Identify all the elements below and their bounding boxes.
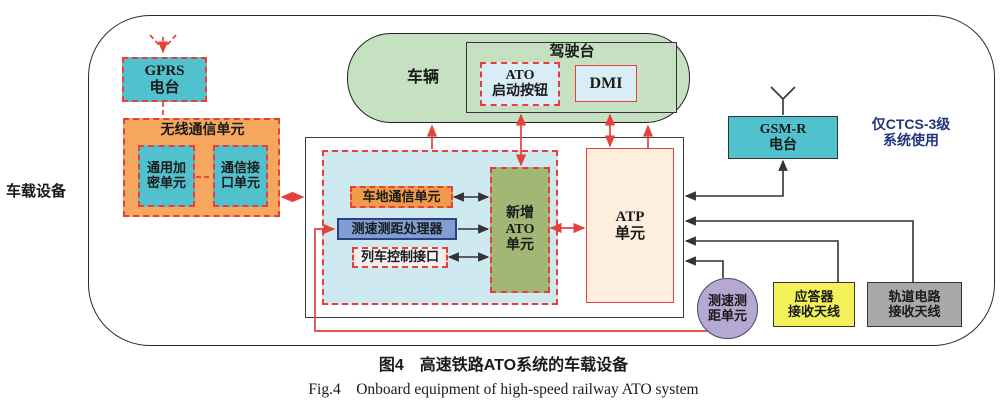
atp-unit-box: ATP 单元 <box>586 148 674 303</box>
speed-distance-unit-circle: 测速测 距单元 <box>697 278 758 339</box>
speed-distance-processor-box: 测速测距处理器 <box>337 218 457 240</box>
figure-caption-en: Fig.4 Onboard equipment of high-speed ra… <box>308 381 699 399</box>
driver-cab-box <box>466 42 677 113</box>
driver-cab-label: 驾驶台 <box>549 42 595 60</box>
ato-start-button-box: ATO 启动按钮 <box>480 62 560 106</box>
dmi-box: DMI <box>575 65 637 102</box>
gsmr-radio-box: GSM-R 电台 <box>728 116 838 159</box>
comm-interface-unit-box: 通信接 口单元 <box>213 145 268 207</box>
figure-caption-zh: 图4 高速铁路ATO系统的车载设备 <box>378 357 629 375</box>
train-ground-comm-unit-box: 车地通信单元 <box>350 186 453 208</box>
vehicle-label: 车辆 <box>406 69 439 87</box>
gprs-radio-box: GPRS 电台 <box>122 57 207 102</box>
train-control-interface-box: 列车控制接口 <box>352 247 448 268</box>
track-circuit-antenna-box: 轨道电路 接收天线 <box>867 282 962 327</box>
balise-antenna-box: 应答器 接收天线 <box>773 282 855 327</box>
onboard-equipment-enclosure <box>88 15 995 346</box>
side-label-onboard-equipment: 车载设备 <box>5 182 66 200</box>
new-ato-unit-box: 新增 ATO 单元 <box>490 167 550 293</box>
ctcs3-note-label: 仅CTCS-3级 系统使用 <box>871 116 951 148</box>
crypto-unit-box: 通用加 密单元 <box>138 145 195 207</box>
wireless-comm-unit-label: 无线通信单元 <box>160 121 245 138</box>
